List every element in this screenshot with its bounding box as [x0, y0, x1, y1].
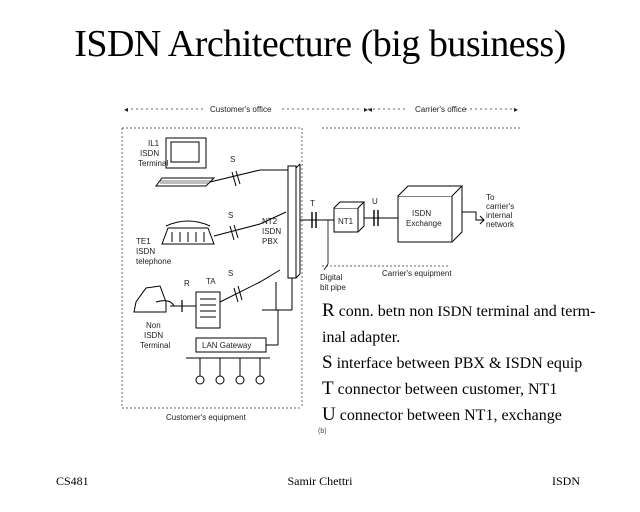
t-interface-line — [300, 212, 334, 228]
carrier-network-label-3: internal — [486, 211, 512, 220]
legend-row-t: T connector between customer, NT1 — [322, 378, 558, 399]
footer-author: Samir Chettri — [287, 474, 353, 488]
carriers-equipment-label: Carrier's equipment — [382, 269, 452, 278]
exchange-label-1: ISDN — [412, 209, 431, 218]
bit-pipe-label-1: Digital — [320, 273, 342, 282]
ta-label: TA — [206, 277, 216, 286]
telephone-label-1: TE1 — [136, 237, 151, 246]
carrier-network-label-2: carrier's — [486, 202, 514, 211]
lan-gateway — [186, 278, 293, 385]
non-isdn-terminal-icon — [133, 285, 175, 313]
isdn-terminal-label-2: ISDN — [140, 149, 159, 158]
s-label-2: S — [228, 211, 233, 220]
s-interface-lines — [209, 169, 288, 303]
s-label-3: S — [228, 269, 233, 278]
footer-topic: ISDN — [552, 474, 581, 488]
legend-row-r-cont: inal adapter. — [322, 329, 401, 346]
nt1-box — [333, 201, 366, 233]
isdn-telephone-icon — [161, 220, 215, 245]
right-arrow: ▸ — [514, 105, 518, 114]
carrier-network-arrow — [462, 211, 485, 225]
isdn-exchange-box — [397, 185, 464, 243]
telephone-label-3: telephone — [136, 257, 172, 266]
nt2-label-2: ISDN — [262, 227, 281, 236]
nt2-label-3: PBX — [262, 237, 279, 246]
legend-row-s: S interface between PBX & ISDN equip — [322, 352, 583, 373]
non-isdn-label-1: Non — [146, 321, 161, 330]
carrier-network-label-1: To — [486, 193, 495, 202]
legend-row-u: U connector between NT1, exchange — [322, 404, 562, 425]
terminal-adapter-icon — [195, 291, 221, 329]
bit-pipe-label-2: bit pipe — [320, 283, 346, 292]
telephone-label-2: ISDN — [136, 247, 155, 256]
non-isdn-label-3: Terminal — [140, 341, 170, 350]
r-label: R — [184, 279, 190, 288]
t-label: T — [310, 199, 315, 208]
isdn-terminal-icon — [155, 137, 216, 187]
left-arrow-1: ◂ — [124, 105, 128, 114]
u-label: U — [372, 197, 378, 206]
s-label-1: S — [230, 155, 235, 164]
figure-mark: (b) — [318, 428, 327, 435]
interface-legend: R conn. betn non ISDN terminal and term-… — [322, 298, 632, 428]
isdn-architecture-diagram: ◂ ▸◂ ▸ Customer's office Carrier's offic… — [121, 105, 522, 422]
mid-arrow: ▸◂ — [364, 105, 372, 114]
u-interface-line — [364, 210, 398, 226]
footer-course: CS481 — [56, 474, 89, 488]
legend-row-r: R conn. betn non ISDN terminal and term- — [322, 300, 596, 321]
carrier-network-label-4: network — [486, 220, 515, 229]
carriers-office-label: Carrier's office — [415, 105, 467, 114]
bit-pipe-pointer — [323, 220, 329, 271]
customer-premises-box — [121, 127, 522, 409]
slide-title: ISDN Architecture (big business) — [74, 23, 566, 65]
non-isdn-label-2: ISDN — [144, 331, 163, 340]
nt1-label: NT1 — [338, 217, 354, 226]
nt2-label-1: NT2 — [262, 217, 278, 226]
customers-office-label: Customer's office — [210, 105, 272, 114]
isdn-terminal-label-1: IL1 — [148, 139, 160, 148]
nt2-pbx-box — [287, 163, 301, 279]
lan-gateway-label: LAN Gateway — [202, 341, 251, 350]
customers-equipment-label: Customer's equipment — [166, 413, 247, 422]
isdn-terminal-label-3: Terminal — [138, 159, 168, 168]
exchange-label-2: Exchange — [406, 219, 442, 228]
